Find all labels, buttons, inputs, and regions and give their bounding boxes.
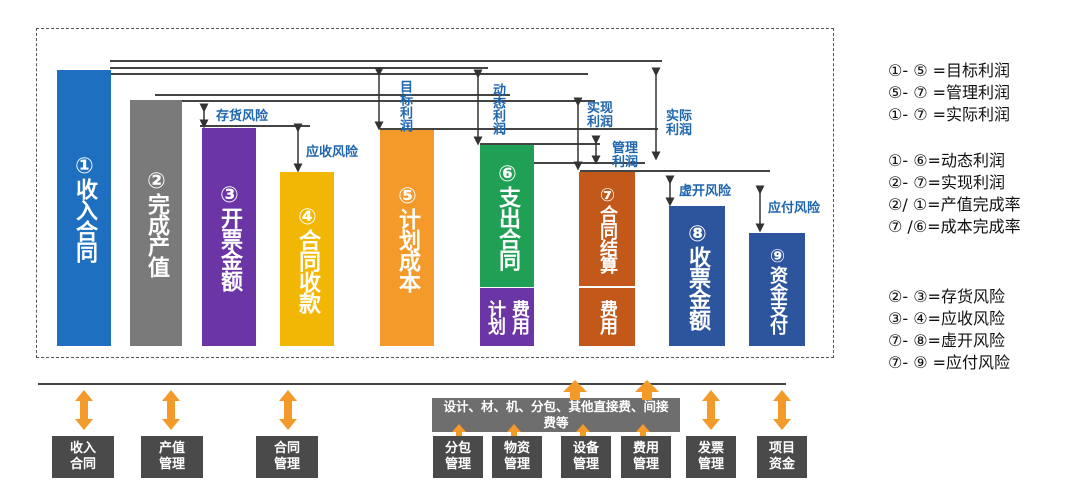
bar-7-lower-text: 费用	[597, 300, 618, 334]
label-invoice-risk: 虚开风险	[679, 184, 732, 199]
bar-8-received-invoices: ⑧收票金额	[669, 206, 725, 346]
bar-6-expense-contract: ⑥支出合同	[480, 145, 534, 287]
bar-9-text: ⑨资金支付	[767, 245, 788, 334]
label-realized-profit: 实现利润	[587, 101, 614, 130]
box-output-mgmt: 产值管理	[141, 436, 203, 478]
bar-4-contract-receipts: ④合同收款	[280, 172, 334, 346]
bar-7-lower-expense: 费用	[579, 288, 635, 346]
bar-2-text: ②完成产值	[144, 169, 169, 277]
line-bar5-top	[380, 128, 658, 130]
label-actual-profit: 实际利润	[666, 109, 693, 138]
bar-3-text: ③开票金额	[217, 183, 242, 291]
bar-5-planned-cost: ⑤计划成本	[380, 130, 434, 346]
bar-2-output-value: ②完成产值	[130, 100, 182, 346]
label-mgmt-profit: 管理利润	[612, 141, 639, 170]
diagram-frame	[36, 28, 834, 358]
box-project-funds: 项目资金	[757, 436, 807, 478]
legend-group-profit: ①- ⑤ =目标利润 ⑤- ⑦ =管理利润 ①- ⑦ =实际利润	[888, 60, 1010, 126]
legend-item: ①- ⑤ =目标利润	[888, 61, 1011, 80]
bar-8-text: ⑧收票金额	[685, 222, 710, 330]
bar-7-text: ⑦合同结算	[597, 185, 618, 273]
bar-7-contract-settlement: ⑦合同结算	[579, 172, 635, 286]
label-dynamic-profit: 动态利润	[490, 83, 505, 135]
line-bar6-top-b	[480, 162, 645, 164]
box-equipment-mgmt: 设备管理	[561, 436, 611, 478]
legend-group-risks: ②- ③=存货风险 ③- ④=应收风险 ⑦- ⑧=虚开风险 ⑦- ⑨ =应付风险	[888, 286, 1010, 374]
box-invoice-mgmt: 发票管理	[686, 436, 736, 478]
legend-item: ①- ⑥=动态利润	[888, 151, 1005, 170]
legend-item: ⑦- ⑧=虚开风险	[888, 331, 1005, 350]
legend-item: ⑤- ⑦ =管理利润	[888, 83, 1011, 102]
legend-item: ②- ⑦=实现利润	[888, 173, 1005, 192]
line-bar6-top	[480, 143, 600, 145]
legend-item: ⑦- ⑨ =应付风险	[888, 353, 1011, 372]
legend-item: ⑦ /⑥=成本完成率	[888, 217, 1021, 236]
label-target-profit: 目标利润	[397, 80, 412, 132]
box-material-mgmt: 物资管理	[492, 436, 542, 478]
line-bar2-top	[155, 94, 510, 96]
bar-1-text: ①收入合同	[72, 154, 97, 262]
bar-6-lower-b: 费用	[509, 300, 530, 334]
line-bar7-top	[580, 170, 770, 172]
bar-9-fund-payment: ⑨资金支付	[749, 233, 805, 346]
line-bar1-top	[110, 60, 662, 62]
bar-6-text: ⑥支出合同	[495, 162, 520, 270]
cost-items-text: 设计、材、机、分包、其他直接费、间接费等	[443, 399, 669, 430]
bar-6-lower-planned-expense: 计划 费用	[480, 288, 534, 346]
legend-item: ②/ ①=产值完成率	[888, 195, 1021, 214]
line-bar1-a	[110, 67, 488, 69]
legend-group-rates: ①- ⑥=动态利润 ②- ⑦=实现利润 ②/ ①=产值完成率 ⑦ /⑥=成本完成…	[888, 150, 1021, 238]
bar-4-text: ④合同收款	[295, 205, 320, 313]
box-expense-mgmt: 费用管理	[621, 436, 671, 478]
line-bar3-top	[200, 125, 310, 127]
bar-6-lower-a: 计划	[485, 300, 506, 334]
legend-item: ③- ④=应收风险	[888, 309, 1005, 328]
box-contract-mgmt: 合同管理	[256, 436, 318, 478]
box-subcontract-mgmt: 分包管理	[433, 436, 483, 478]
legend-item: ①- ⑦ =实际利润	[888, 105, 1011, 124]
legend-item: ②- ③=存货风险	[888, 287, 1005, 306]
label-payable-risk: 应付风险	[768, 201, 821, 216]
box-income-contract: 收入合同	[52, 436, 114, 478]
bar-1-income-contract: ①收入合同	[57, 70, 111, 346]
bar-5-text: ⑤计划成本	[395, 184, 420, 292]
cost-items-bar: 设计、材、机、分包、其他直接费、间接费等	[432, 398, 680, 432]
line-bar1-b	[110, 73, 588, 75]
label-receivable-risk: 应收风险	[306, 145, 359, 160]
bottom-line	[38, 383, 786, 385]
label-inventory-risk: 存货风险	[216, 109, 269, 124]
bar-3-invoice-amount: ③开票金额	[202, 128, 256, 346]
